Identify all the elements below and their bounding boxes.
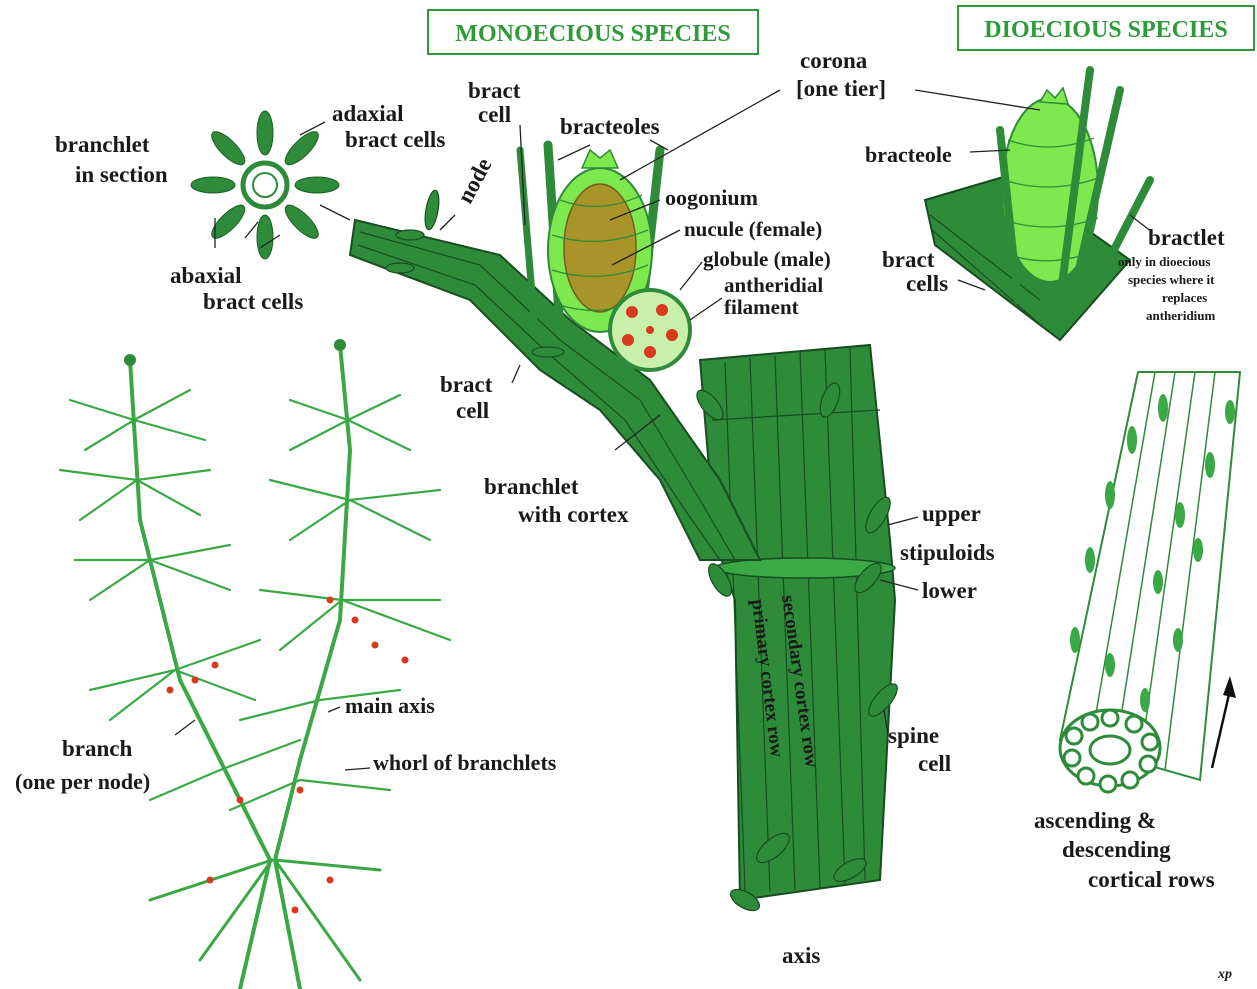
label-abaxial: abaxial — [170, 263, 242, 288]
label-nucule: nucule (female) — [684, 217, 822, 241]
label-bractlet-note-4: antheridium — [1146, 308, 1216, 323]
label-globule: globule (male) — [703, 247, 831, 271]
cortical-rows-tube — [1060, 372, 1240, 792]
label-branch-2: (one per node) — [15, 769, 150, 794]
label-bract-mid: bract — [440, 372, 493, 397]
label-node: node — [452, 154, 496, 207]
label-spine-2: cell — [918, 751, 951, 776]
label-oogonium: oogonium — [665, 185, 758, 210]
direction-arrow — [1212, 690, 1230, 768]
label-ascending-3: cortical rows — [1088, 867, 1215, 892]
branchlet-cross-section — [191, 111, 339, 259]
monoecious-header: MONOECIOUS SPECIES — [455, 21, 730, 47]
label-corona-2: [one tier] — [796, 76, 886, 101]
dioecious-header: DIOECIOUS SPECIES — [984, 17, 1227, 43]
label-abaxial-2: bract cells — [203, 289, 303, 314]
label-upper: upper — [922, 501, 981, 526]
label-adaxial-2: bract cells — [345, 127, 445, 152]
label-antheridial: antheridial — [724, 273, 823, 297]
label-bractlet-note-1: only in dioecious — [1118, 254, 1210, 269]
label-lower: lower — [922, 578, 977, 603]
label-stipuloids: stipuloids — [900, 540, 995, 565]
label-axis: axis — [782, 943, 820, 968]
label-bractlet-note-3: replaces — [1162, 290, 1207, 305]
label-corona: corona — [800, 48, 868, 73]
label-bracteoles: bracteoles — [560, 114, 660, 139]
label-antheridial-2: filament — [724, 295, 799, 319]
label-whorl: whorl of branchlets — [373, 750, 557, 775]
label-branchlet-section: branchlet — [55, 132, 150, 157]
label-adaxial: adaxial — [332, 101, 404, 126]
label-branchlet-cortex: branchlet — [484, 474, 579, 499]
signature: xp — [1217, 967, 1232, 982]
label-bractlet: bractlet — [1148, 225, 1225, 250]
label-bract-top: bract — [468, 78, 521, 103]
label-bract-right: bract — [882, 247, 935, 272]
label-ascending-2: descending — [1062, 837, 1171, 862]
label-main-axis: main axis — [345, 693, 435, 718]
whole-plant — [60, 339, 450, 989]
dioecious-oogonium — [925, 70, 1150, 340]
label-bract-top-2: cell — [478, 102, 511, 127]
globule — [610, 290, 690, 370]
label-branchlet-section-2: in section — [75, 162, 168, 187]
label-bract-mid-2: cell — [456, 398, 489, 423]
label-branchlet-cortex-2: with cortex — [518, 502, 629, 527]
label-spine: spine — [888, 723, 939, 748]
arrow-head — [1223, 676, 1236, 698]
label-bractlet-note-2: species where it — [1128, 272, 1215, 287]
label-bract-right-2: cells — [906, 271, 948, 296]
label-branch: branch — [62, 736, 133, 761]
label-ascending: ascending & — [1034, 808, 1156, 833]
label-bracteole: bracteole — [865, 142, 952, 167]
